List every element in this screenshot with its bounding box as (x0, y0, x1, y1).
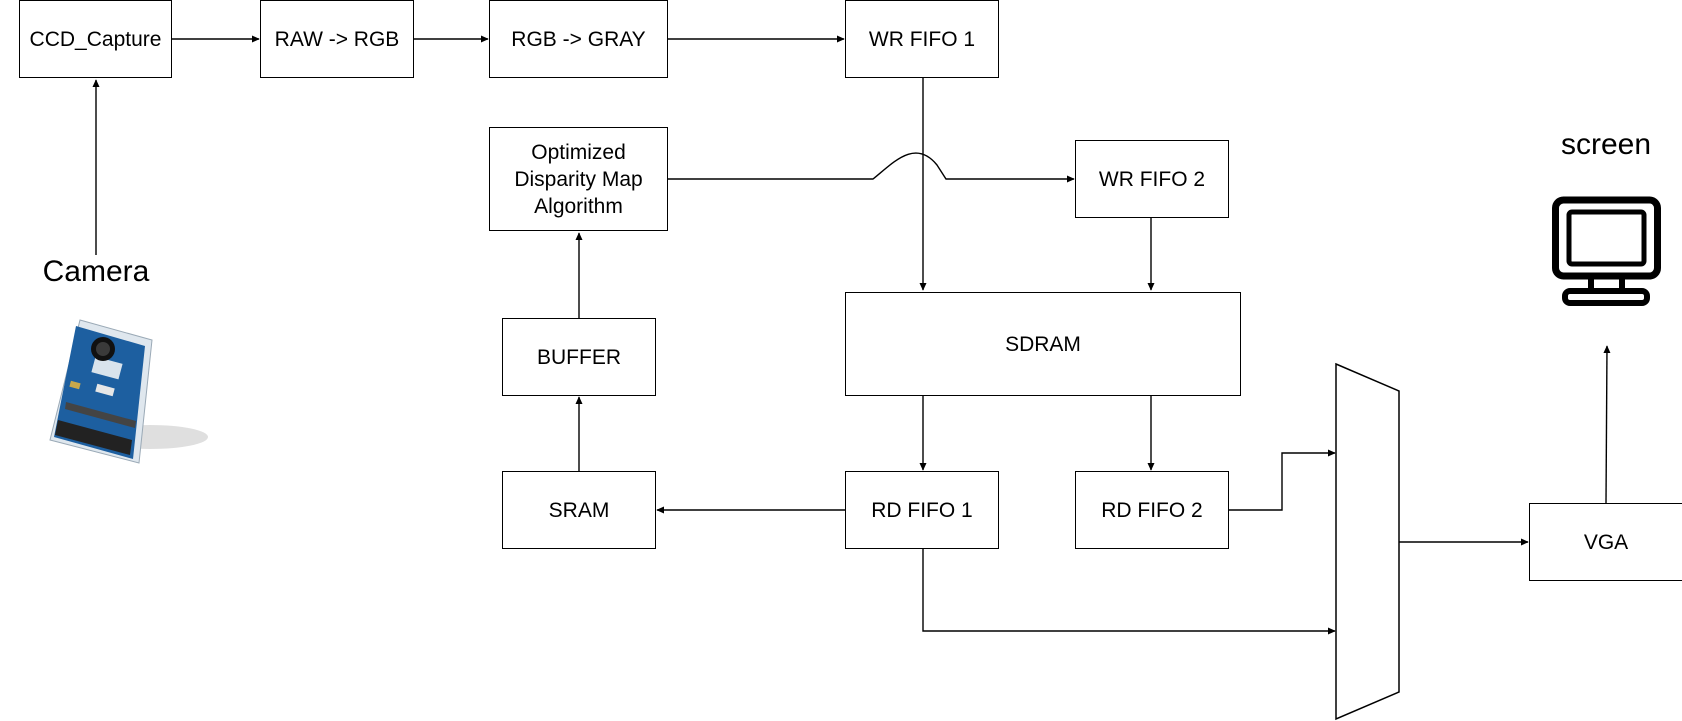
disparity-label-line2: Disparity Map (514, 167, 643, 191)
rgb-to-gray-block: RGB -> GRAY (489, 0, 668, 78)
camera-label: Camera (42, 255, 150, 288)
ccd-capture-label: CCD_Capture (29, 27, 162, 51)
multiplexer-symbol (1335, 362, 1400, 721)
sram-block: SRAM (502, 471, 656, 549)
ccd-capture-block: CCD_Capture (19, 0, 172, 78)
raw-to-rgb-block: RAW -> RGB (260, 0, 414, 78)
wr-fifo2-block: WR FIFO 2 (1075, 140, 1229, 218)
sram-label: SRAM (548, 498, 610, 522)
edge-rdfifo2-to-mux (1229, 449, 1336, 511)
monitor-icon (1552, 196, 1661, 306)
raw-to-rgb-label: RAW -> RGB (274, 27, 400, 51)
disparity-map-block: Optimized Disparity Map Algorithm (489, 127, 668, 231)
buffer-label: BUFFER (537, 345, 621, 369)
camera-module-icon (49, 319, 208, 464)
rd-fifo2-block: RD FIFO 2 (1075, 471, 1229, 549)
wr-fifo1-block: WR FIFO 1 (845, 0, 999, 78)
vga-block: VGA (1529, 503, 1682, 581)
disparity-label-line1: Optimized (531, 140, 626, 164)
edge-rdfifo1-to-mux (922, 549, 1336, 635)
vga-label: VGA (1583, 530, 1629, 554)
rd-fifo1-label: RD FIFO 1 (871, 498, 973, 522)
wr-fifo2-label: WR FIFO 2 (1098, 167, 1206, 191)
sdram-block: SDRAM (845, 292, 1241, 396)
wr-fifo1-label: WR FIFO 1 (868, 27, 976, 51)
rgb-to-gray-label: RGB -> GRAY (511, 27, 646, 51)
edge-vga-to-screen (1603, 345, 1611, 504)
buffer-block: BUFFER (502, 318, 656, 396)
rd-fifo2-label: RD FIFO 2 (1101, 498, 1203, 522)
rd-fifo1-block: RD FIFO 1 (845, 471, 999, 549)
edge-disparity-to-wrfifo2 (668, 152, 1075, 183)
disparity-label-line3: Algorithm (534, 194, 623, 218)
sdram-label: SDRAM (1005, 332, 1081, 356)
screen-label: screen (1560, 128, 1652, 161)
